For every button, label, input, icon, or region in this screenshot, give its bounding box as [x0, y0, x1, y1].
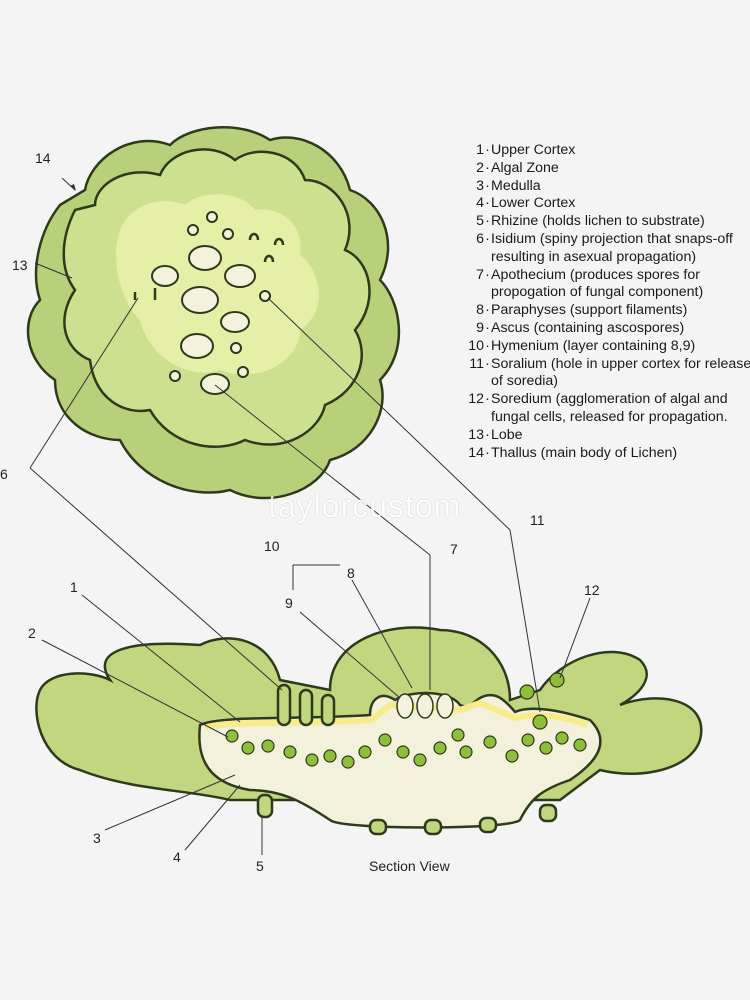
legend-item: 13·Lobe — [468, 427, 750, 445]
legend-item: 8·Paraphyses (support filaments) — [468, 302, 750, 320]
isidia-top — [133, 232, 285, 300]
label-14: 14 — [35, 150, 51, 166]
legend-number: 3 — [476, 177, 484, 194]
isidia-section — [276, 683, 336, 727]
legend-separator: · — [485, 319, 490, 336]
legend-item: 11·Soralium (hole in upper cortex for re… — [468, 356, 750, 392]
legend-number: 1 — [476, 142, 484, 158]
legend-separator: · — [485, 230, 490, 247]
legend-number: 13 — [468, 426, 484, 443]
legend-item: 14·Thallus (main body of Lichen) — [468, 445, 750, 463]
section-view-drawing — [35, 626, 703, 836]
apothecium-section — [396, 693, 454, 719]
legend-number: 2 — [476, 159, 484, 176]
legend-item: 2·Algal Zone — [468, 160, 750, 178]
legend-separator: · — [485, 195, 490, 212]
label-11: 11 — [530, 512, 545, 528]
legend-text: Upper Cortex — [491, 142, 576, 158]
label-5: 5 — [256, 858, 264, 874]
legend-item: 3·Medulla — [468, 178, 750, 196]
legend-item: 1·Upper Cortex — [468, 142, 750, 160]
label-4: 4 — [173, 849, 181, 865]
apothecia-top — [151, 211, 271, 395]
legend-text: Lower Cortex — [491, 195, 576, 212]
legend-number: 8 — [476, 302, 484, 319]
legend-separator: · — [485, 213, 490, 230]
watermark: taylorcustom — [268, 488, 462, 524]
legend-number: 9 — [476, 319, 484, 336]
legend-number: 10 — [468, 337, 484, 354]
legend-item: 12·Soredium (agglomeration of algal and … — [468, 391, 750, 427]
legend-text: Isidium (spiny projection that snaps-off… — [491, 230, 733, 265]
legend-text: Thallus (main body of Lichen) — [491, 444, 678, 461]
legend-text: Ascus (containing ascospores) — [491, 319, 685, 336]
legend-number: 12 — [468, 391, 484, 408]
callout-labels: 14 13 6 11 7 10 8 9 1 2 3 4 5 12 Section… — [0, 150, 600, 874]
rhizines — [256, 793, 558, 836]
label-10: 10 — [264, 538, 280, 554]
legend-text: Soralium (hole in upper cortex for relea… — [491, 355, 750, 390]
legend-number: 6 — [476, 230, 484, 247]
leader-lines — [29, 177, 591, 855]
legend-separator: · — [485, 355, 490, 372]
legend-separator: · — [485, 337, 490, 354]
algal-cells — [225, 672, 587, 769]
legend-item: 6·Isidium (spiny projection that snaps-o… — [468, 231, 750, 267]
label-7: 7 — [450, 541, 458, 557]
legend-item: 9·Ascus (containing ascospores) — [468, 320, 750, 338]
legend-text: Rhizine (holds lichen to substrate) — [491, 213, 705, 230]
legend-number: 14 — [468, 444, 484, 461]
legend-separator: · — [485, 266, 490, 283]
label-9: 9 — [285, 595, 293, 611]
legend-item: 4·Lower Cortex — [468, 195, 750, 213]
label-13: 13 — [12, 257, 28, 273]
legend-text: Lobe — [491, 426, 523, 443]
label-1: 1 — [70, 579, 78, 595]
legend-text: Apothecium (produces spores for propogat… — [491, 266, 704, 301]
label-12: 12 — [584, 582, 600, 598]
legend-separator: · — [485, 426, 490, 443]
label-2: 2 — [28, 625, 36, 641]
legend-text: Algal Zone — [491, 159, 559, 176]
legend-item: 5·Rhizine (holds lichen to substrate) — [468, 213, 750, 231]
legend-separator: · — [485, 302, 490, 319]
legend-text: Soredium (agglomeration of algal and fun… — [491, 391, 728, 425]
legend-item: 10·Hymenium (layer containing 8,9) — [468, 338, 750, 356]
legend-text: Hymenium (layer containing 8,9) — [491, 337, 696, 354]
legend-number: 7 — [476, 266, 484, 283]
legend-item: 7·Apothecium (produces spores for propog… — [468, 267, 750, 303]
legend-separator: · — [485, 159, 490, 176]
thallus-top-view — [26, 126, 401, 500]
legend-separator: · — [485, 391, 490, 408]
label-6: 6 — [0, 466, 8, 482]
legend-text: Paraphyses (support filaments) — [491, 302, 688, 319]
legend-number: 5 — [476, 213, 484, 230]
legend-separator: · — [485, 444, 490, 461]
label-3: 3 — [93, 830, 101, 846]
legend-number: 11 — [469, 355, 484, 372]
legend-separator: · — [485, 142, 490, 158]
legend-number: 4 — [476, 195, 484, 212]
legend-text: Medulla — [491, 177, 541, 194]
section-view-title: Section View — [369, 858, 451, 874]
legend-separator: · — [485, 177, 490, 194]
label-8: 8 — [347, 565, 355, 581]
